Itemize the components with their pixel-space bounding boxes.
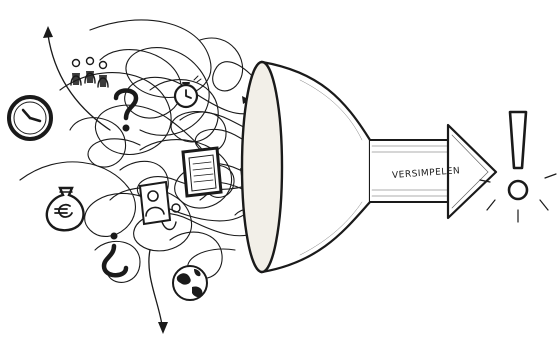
question-mark-icon bbox=[116, 91, 136, 132]
money-bag-icon bbox=[47, 188, 84, 230]
clock-icon bbox=[9, 97, 51, 139]
tangled-scribble-lines bbox=[20, 20, 263, 282]
people-icon bbox=[71, 58, 108, 88]
person-card-icon bbox=[140, 182, 180, 230]
funnel-mouth bbox=[242, 62, 282, 272]
document-icon bbox=[183, 148, 221, 196]
funnel: VERSIMPELEN bbox=[242, 62, 496, 272]
inverted-question-mark-icon bbox=[104, 233, 126, 276]
globe-icon bbox=[173, 266, 207, 300]
escape-arrows bbox=[43, 26, 168, 334]
